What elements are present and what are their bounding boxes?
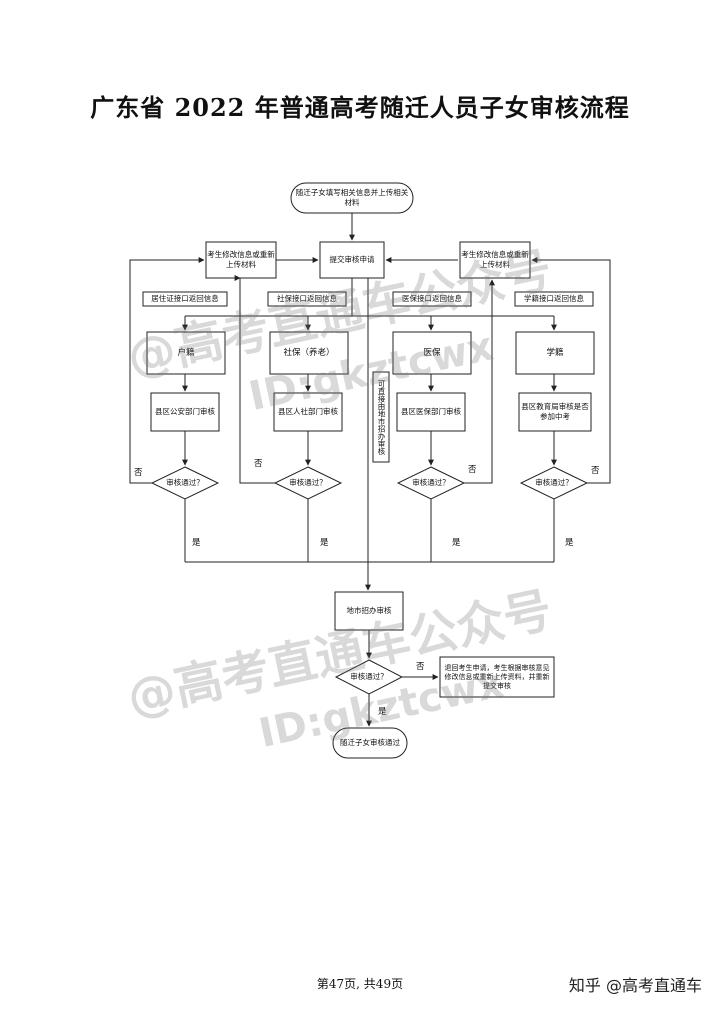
yes-label-final: 是 — [378, 707, 387, 717]
source-brand: 知乎 @高考直通车 — [568, 976, 702, 995]
reject-note-box — [439, 656, 555, 698]
hukou-label: 户籍 — [177, 348, 195, 358]
no-label-2: 否 — [254, 459, 263, 469]
no-label-3: 否 — [468, 465, 477, 475]
county-medical-label: 县区医保部门审核 — [401, 407, 461, 416]
end-label: 随迁子女审核通过 — [340, 738, 400, 747]
county-edu-box — [518, 392, 592, 432]
submit-box — [319, 241, 385, 279]
direct-city-box — [372, 371, 390, 463]
check4-label: 审核通过？ — [535, 478, 573, 487]
school-label: 学籍 — [546, 348, 564, 358]
port-residence-label: 居住证接口返回信息 — [151, 294, 219, 303]
hukou-box — [146, 331, 226, 375]
start-terminal — [290, 182, 414, 214]
port-medical-box — [392, 291, 472, 307]
no-label-final: 否 — [416, 662, 425, 672]
page-number: 第47页, 共49页 — [316, 977, 404, 991]
county-hr-box — [273, 392, 343, 432]
check1-label: 审核通过？ — [166, 478, 204, 487]
yes-label-1: 是 — [192, 538, 201, 548]
direct-city-label: 可直接由地市招办审核 — [377, 379, 386, 455]
yes-label-4: 是 — [565, 538, 574, 548]
city-review-label: 地市招办审核 — [346, 606, 392, 615]
port-social-label: 社保接口返回信息 — [277, 294, 337, 303]
no-label-4: 否 — [591, 466, 600, 476]
yes-label-2: 是 — [320, 538, 329, 548]
modify-right-label: 考生修改信息或重新上传材料 — [461, 250, 529, 269]
county-medical-box — [396, 392, 466, 432]
port-residence-box — [142, 291, 228, 307]
check3-label: 审核通过？ — [412, 478, 450, 487]
modify-left-label: 考生修改信息或重新上传材料 — [207, 250, 275, 269]
modify-left-box — [205, 241, 277, 279]
medical-label: 医保 — [423, 348, 441, 358]
submit-label: 提交审核申请 — [329, 255, 375, 264]
social-box — [269, 331, 349, 375]
reject-note-label: 退回考生申请，考生根据审核意见修改信息或重新上传资料，并重新提交审核 — [444, 663, 550, 690]
school-box — [515, 331, 595, 375]
city-review-box — [334, 591, 404, 631]
social-label: 社保（养老） — [283, 348, 335, 358]
start-label: 随迁子女填写相关信息并上传相关材料 — [295, 188, 409, 207]
no-label-1: 否 — [134, 468, 143, 478]
page-title: 广东省 2022 年普通高考随迁人员子女审核流程 — [90, 93, 630, 122]
county-edu-label: 县区教育局审核是否参加中考 — [521, 402, 589, 421]
medical-box — [392, 331, 472, 375]
yes-label-3: 是 — [452, 538, 461, 548]
end-terminal — [332, 727, 408, 759]
port-school-label: 学籍接口返回信息 — [524, 294, 584, 303]
county-police-box — [150, 392, 220, 432]
check2-label: 审核通过？ — [289, 478, 327, 487]
modify-right-box — [459, 241, 531, 279]
port-medical-label: 医保接口返回信息 — [402, 294, 462, 303]
county-police-label: 县区公安部门审核 — [155, 407, 215, 416]
edges — [129, 213, 611, 727]
port-school-box — [514, 291, 594, 307]
final-check-label: 审核通过？ — [350, 672, 388, 681]
port-social-box — [267, 291, 347, 307]
county-hr-label: 县区人社部门审核 — [278, 407, 338, 416]
